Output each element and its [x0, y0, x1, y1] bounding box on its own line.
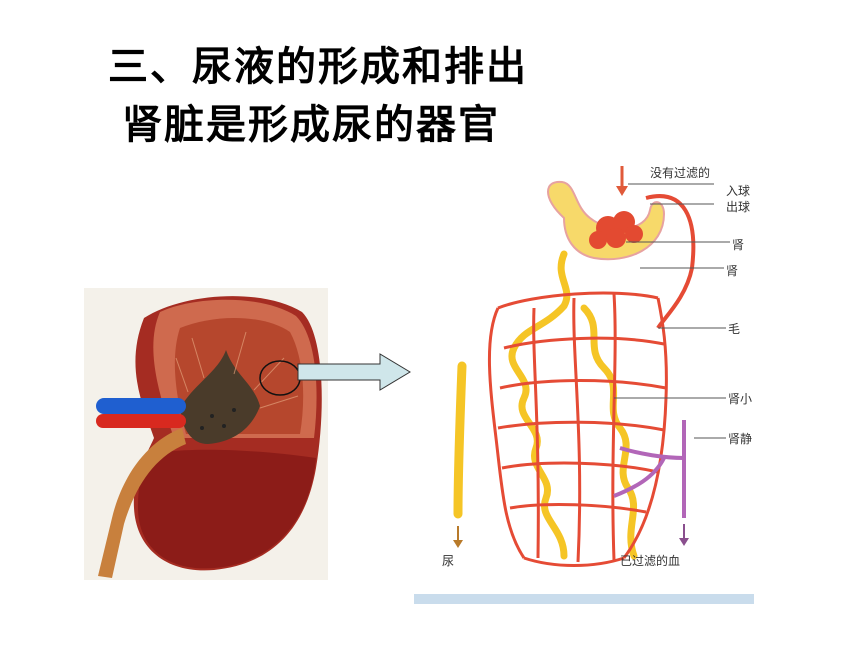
label-vein: 肾静 [728, 432, 753, 446]
label-unfiltered: 没有过滤的 [650, 166, 711, 180]
glomerulus [589, 211, 643, 249]
label-inflow: 入球 [726, 184, 751, 198]
ureter [98, 428, 186, 578]
label-outflow: 出球 [726, 200, 751, 214]
kidney-illustration [84, 288, 328, 580]
label-capsule: 肾 [726, 264, 739, 278]
renal-vein [96, 398, 186, 414]
nephron-illustration [414, 166, 754, 604]
kidney-lower-lobe [138, 449, 316, 569]
zoom-arrow [297, 353, 411, 391]
renal-vein-branch [613, 420, 686, 518]
label-filtered-blood: 已过滤的血 [620, 554, 681, 568]
label-capillary: 毛 [728, 322, 741, 336]
slide-subtitle: 肾脏是形成尿的器官 [122, 102, 500, 148]
renal-artery [96, 414, 186, 428]
label-glomerulus: 肾 [732, 238, 745, 252]
baseline-bar [414, 594, 754, 604]
label-tubule: 肾小 [728, 392, 753, 406]
slide-title: 三、尿液的形成和排出 [108, 44, 528, 90]
renal-pelvis [180, 350, 260, 444]
renal-tubule [508, 250, 571, 560]
label-urine: 尿 [442, 554, 455, 568]
collecting-duct [453, 361, 467, 519]
